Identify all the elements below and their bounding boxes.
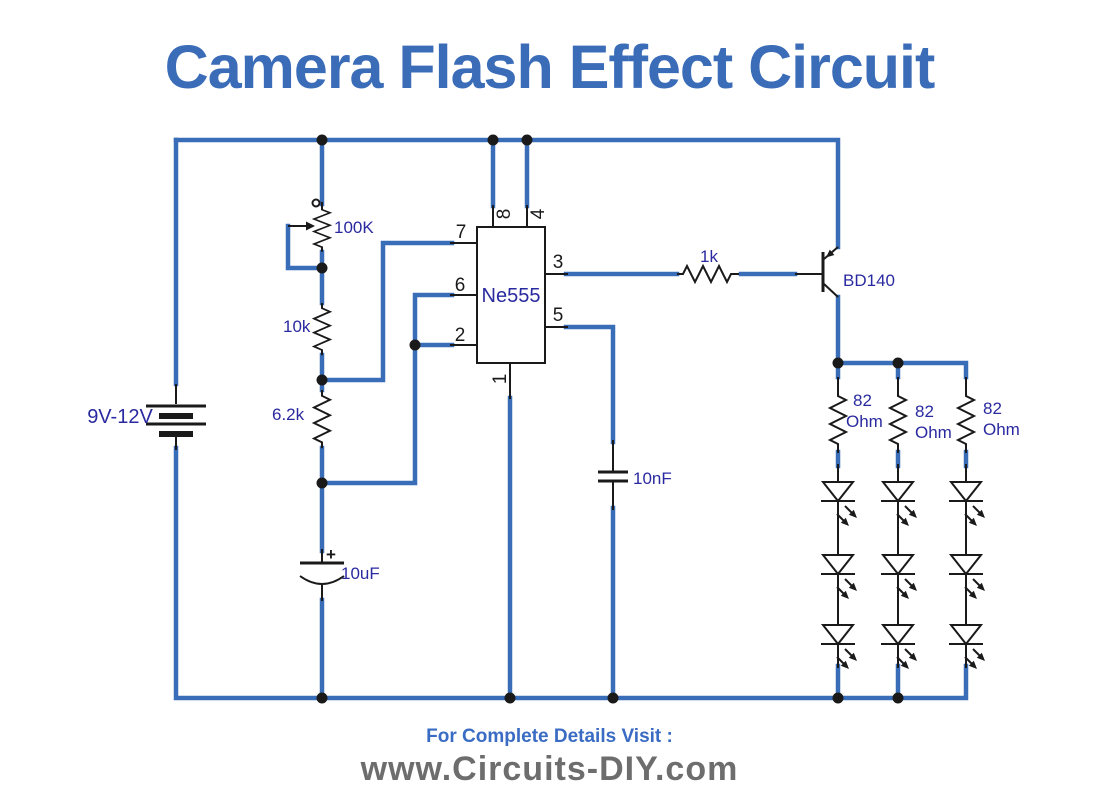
pot-label: 100K	[334, 218, 374, 237]
led-branch-1-resistor-unit: Ohm	[846, 412, 883, 431]
cap-10nF-label: 10nF	[633, 469, 672, 488]
transistor-collector	[823, 283, 839, 298]
led-branch-1-resistor	[829, 389, 847, 451]
footer-website-url: www.Circuits-DIY.com	[360, 750, 739, 788]
junction-dots	[316, 134, 904, 704]
wire-pot-wiper	[285, 223, 322, 271]
resistor-1k-body	[676, 265, 740, 283]
transistor-label: BD140	[843, 271, 895, 290]
ic-pin1-number: 1	[490, 374, 511, 385]
ic-pin8-number: 8	[494, 209, 515, 220]
wire-pin5	[563, 324, 616, 445]
led-branch-1-resistor-value: 82	[853, 391, 872, 410]
ic-555-label: Ne555	[482, 285, 541, 307]
ic-pin2-number: 2	[455, 325, 466, 346]
ic-pin6-number: 6	[455, 275, 466, 296]
ic-pin4-number: 4	[528, 208, 549, 219]
resistor-6.2k: 6.2k	[272, 389, 331, 450]
resistor-6.2k-label: 6.2k	[272, 405, 305, 424]
capacitor-10uF: + 10uF	[299, 545, 380, 601]
led-branch-2: 82 Ohm	[880, 377, 952, 670]
led-branch-3-resistor-value: 82	[983, 399, 1002, 418]
led-branch-2-resistor	[889, 389, 907, 451]
pot-resistor-body	[313, 204, 331, 253]
battery-label: 9V-12V	[87, 406, 153, 428]
wire-pin7	[319, 240, 455, 383]
pot-wiper-arrow	[306, 221, 315, 231]
resistor-1k: 1k	[676, 247, 740, 283]
resistor-1k-label: 1k	[700, 247, 718, 266]
led-branch-2-resistor-unit: Ohm	[915, 423, 952, 442]
wire-pin6-pin2	[319, 292, 455, 486]
circuit-wires	[173, 137, 969, 701]
transistor-bd140: BD140	[795, 246, 895, 298]
led-branch-3-resistor-unit: Ohm	[983, 420, 1020, 439]
battery: 9V-12V	[87, 384, 206, 450]
page-title: Camera Flash Effect Circuit	[164, 33, 936, 101]
resistor-10k: 10k	[283, 302, 331, 357]
cap-10uF-label: 10uF	[341, 564, 380, 583]
footer: For Complete Details Visit : www.Circuit…	[0, 726, 1099, 789]
led-branch-3-resistor	[957, 389, 975, 451]
wire-top-rail	[173, 137, 841, 250]
ic-555-body	[476, 226, 546, 364]
ic-pin3-number: 3	[553, 252, 564, 273]
ic-555: Ne555 7 6 2 3 5 8 4 1	[450, 205, 568, 399]
wire-led-rail	[835, 360, 969, 380]
cap-10uF-plate-bottom	[299, 575, 345, 585]
led-branch-1: 82 Ohm	[820, 377, 883, 670]
potentiometer: 100K	[288, 198, 374, 253]
ic-pin7-number: 7	[456, 222, 467, 243]
wire-bottom-rail	[173, 445, 969, 701]
pot-terminal-circle	[311, 198, 321, 208]
capacitor-10nF: 10nF	[598, 440, 672, 510]
resistor-10k-body	[313, 302, 331, 357]
resistor-10k-label: 10k	[283, 317, 311, 336]
led-branch-3: 82 Ohm	[948, 377, 1020, 670]
ic-pin5-number: 5	[553, 305, 564, 326]
footer-visit-text: For Complete Details Visit :	[426, 726, 673, 747]
transistor-emitter-arrow	[826, 249, 835, 258]
resistor-6.2k-body	[313, 389, 331, 450]
cap-10uF-polarity: +	[326, 545, 336, 564]
led-branch-2-resistor-value: 82	[915, 402, 934, 421]
